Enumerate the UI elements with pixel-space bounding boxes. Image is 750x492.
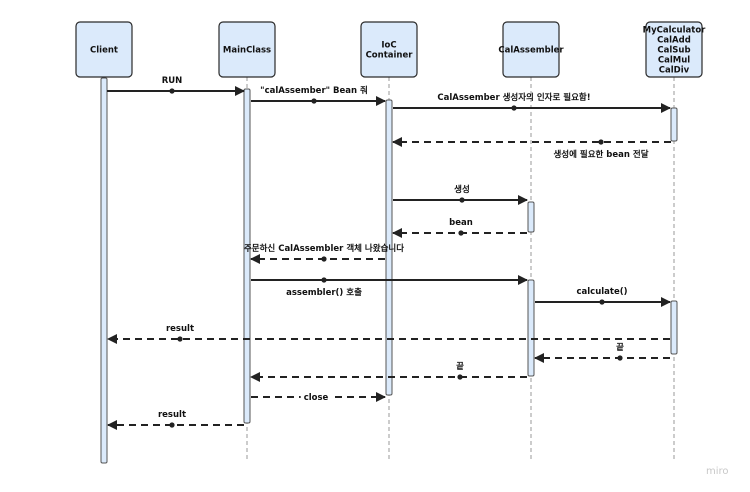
message-label: 주문하신 CalAssembler 객체 나왔습니다 <box>244 243 404 254</box>
message-midpoint <box>321 277 327 283</box>
participant-mainclass[interactable]: MainClass <box>218 21 276 78</box>
participant-label: MyCalculator <box>643 26 707 36</box>
message-11[interactable]: 끝 <box>534 343 670 363</box>
participant-box <box>75 21 133 78</box>
message-9[interactable]: calculate() <box>535 287 671 307</box>
message-midpoint <box>311 98 317 104</box>
message-midpoint <box>598 139 604 145</box>
message-6[interactable]: bean <box>392 218 527 238</box>
message-label: "calAssember" Bean 줘 <box>260 85 368 96</box>
participant-box <box>645 21 703 78</box>
message-5[interactable]: 생성 <box>393 184 528 205</box>
activation-bar-calassembler <box>527 279 535 377</box>
message-label: assembler() 호출 <box>286 287 362 298</box>
message-3[interactable]: CalAssember 생성자의 인자로 필요함! <box>393 92 671 113</box>
activation-bar-mycalculator <box>670 300 678 355</box>
message-12[interactable]: 끝 <box>250 362 527 382</box>
participant-label: CalDiv <box>659 66 690 76</box>
message-label: RUN <box>162 76 183 86</box>
participant-box <box>360 21 418 78</box>
participant-box <box>502 21 560 78</box>
message-label-bg <box>300 392 332 404</box>
message-label: result <box>158 410 186 420</box>
activation-bar-mycalculator <box>670 107 678 142</box>
message-midpoint <box>169 88 175 94</box>
message-8[interactable]: assembler() 호출 <box>251 275 528 298</box>
message-2[interactable]: "calAssember" Bean 줘 <box>251 85 386 106</box>
participant-label: IoC <box>381 41 396 51</box>
message-10[interactable]: result <box>107 324 670 344</box>
message-label: result <box>166 324 194 334</box>
message-label: CalAssember 생성자의 인자로 필요함! <box>437 92 590 103</box>
message-label: 생성 <box>454 184 470 195</box>
participant-label: Container <box>366 51 414 61</box>
message-label: 끝 <box>456 362 464 372</box>
message-midpoint <box>169 422 175 428</box>
messages: RUN "calAssember" Bean 줘 CalAssember 생성자의 … <box>107 76 671 430</box>
message-label: 생성에 필요한 bean 전달 <box>553 149 648 160</box>
participant-client[interactable]: Client <box>75 21 133 78</box>
message-midpoint <box>511 105 517 111</box>
message-midpoint <box>617 355 623 361</box>
message-label: 끝 <box>616 343 624 353</box>
message-midpoint <box>599 299 605 305</box>
activation-bar-mainclass <box>243 88 251 424</box>
message-midpoint <box>321 256 327 262</box>
participant-label: MainClass <box>223 46 271 56</box>
activation-bar-ioc <box>385 99 393 396</box>
participant-calassembler[interactable]: CalAssembler <box>498 21 564 78</box>
message-midpoint <box>459 197 465 203</box>
participant-label: CalSub <box>657 46 690 56</box>
message-midpoint <box>458 230 464 236</box>
participant-label: CalMul <box>658 56 690 66</box>
participant-box <box>218 21 276 78</box>
participant-label: CalAssembler <box>498 46 564 56</box>
message-4[interactable]: 생성에 필요한 bean 전달 <box>392 137 671 160</box>
message-7[interactable]: 주문하신 CalAssembler 객체 나왔습니다 <box>244 243 404 264</box>
message-midpoint <box>457 374 463 380</box>
activation-bar-client <box>100 77 108 464</box>
message-14[interactable]: result <box>107 410 244 430</box>
miro-watermark: miro <box>706 466 729 477</box>
message-label: calculate() <box>576 287 627 297</box>
message-1[interactable]: RUN <box>107 76 245 96</box>
participant-label: Client <box>90 46 118 56</box>
message-13[interactable]: close <box>251 392 386 404</box>
activation-bars <box>100 77 678 464</box>
activation-bar-calassembler <box>527 201 535 233</box>
message-label: bean <box>449 218 473 228</box>
message-label: close <box>304 393 329 403</box>
message-midpoint <box>177 336 183 342</box>
participant-label: CalAdd <box>657 36 691 46</box>
